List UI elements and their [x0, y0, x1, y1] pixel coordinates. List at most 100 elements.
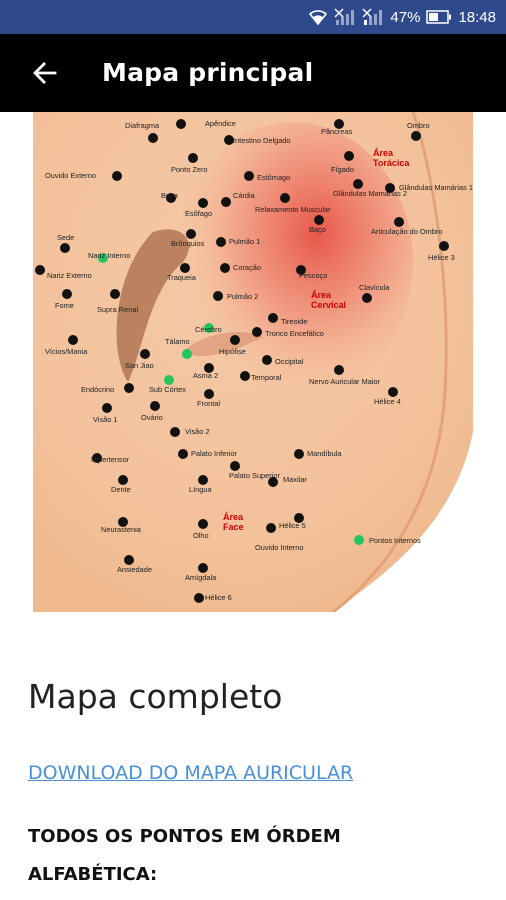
ear-point-dot	[204, 323, 214, 333]
ear-point-dot	[180, 263, 190, 273]
ear-point-label: Vícios/Mania	[45, 347, 88, 356]
ear-point-label: Nariz Interno	[88, 251, 130, 260]
ear-point-dot	[35, 265, 45, 275]
ear-point-dot	[118, 517, 128, 527]
ear-point-dot	[102, 403, 112, 413]
ear-point-dot	[334, 119, 344, 129]
ear-point-dot	[220, 263, 230, 273]
ear-point-label: Pulmão 2	[227, 292, 258, 301]
ear-point-label: Ovário	[141, 413, 163, 422]
ear-point-label: Fome	[55, 301, 74, 310]
ear-point-label: Hélice 3	[428, 253, 455, 262]
ear-point-dot	[198, 475, 208, 485]
ear-point-label: Amígdala	[185, 573, 217, 582]
ear-point-dot	[60, 243, 70, 253]
ear-point-dot	[204, 363, 214, 373]
ear-point-dot	[110, 289, 120, 299]
signal-icon	[334, 8, 355, 25]
arrow-left-icon	[33, 62, 57, 84]
ear-point-dot	[92, 453, 102, 463]
ear-point-dot	[394, 217, 404, 227]
ear-point-label: Palato Superior	[229, 471, 280, 480]
ear-point-label: Supra Renal	[97, 305, 138, 314]
battery-icon	[426, 10, 452, 24]
section-title: Mapa completo	[28, 677, 283, 716]
ear-point-dot	[344, 151, 354, 161]
ear-point-dot	[198, 519, 208, 529]
ear-point-label: Glândulas Mamárias 1	[399, 183, 473, 192]
ear-point-dot	[439, 241, 449, 251]
ear-point-label: Hipófise	[219, 347, 246, 356]
battery-percent: 47%	[390, 8, 421, 26]
status-icons: 47% 18:48	[308, 0, 496, 34]
ear-point-dot	[388, 387, 398, 397]
ear-point-dot	[198, 198, 208, 208]
ear-point-label: Pescoço	[299, 271, 327, 280]
ear-point-dot	[98, 253, 108, 263]
ear-point-dot	[194, 593, 204, 603]
ear-point-label: Visão 2	[185, 427, 210, 436]
ear-point-label: Pâncreas	[321, 127, 353, 136]
ear-point-label: Fígado	[331, 165, 354, 174]
ear-point-dot	[112, 171, 122, 181]
ear-point-dot	[150, 401, 160, 411]
ear-point-dot	[170, 427, 180, 437]
ear-point-label: Ouvido Externo	[45, 171, 96, 180]
ear-point-label: Hélice 4	[374, 397, 401, 406]
ear-point-label: Cérebro	[195, 325, 222, 334]
ear-point-dot	[294, 513, 304, 523]
ear-point-dot	[140, 349, 150, 359]
status-bar: 47% 18:48	[0, 0, 506, 34]
ear-point-dot	[362, 293, 372, 303]
ear-point-dot	[186, 229, 196, 239]
ear-point-label: Baço	[309, 225, 326, 234]
ear-point-dot	[213, 291, 223, 301]
ear-point-label: Intestino Delgado	[233, 136, 291, 145]
ear-point-dot	[385, 183, 395, 193]
ear-point-label: Mandíbula	[307, 449, 342, 458]
ear-point-dot	[334, 365, 344, 375]
ear-point-dot	[148, 133, 158, 143]
legend-label: Pontos Internos	[369, 536, 421, 545]
ear-point-label: Occipital	[275, 357, 304, 366]
ear-point-label: Relaxamento Muscular	[255, 205, 331, 214]
ear-point-dot	[68, 335, 78, 345]
ear-point-label: Hélice 6	[205, 593, 232, 602]
signal-icon	[362, 8, 383, 25]
page-title: Mapa principal	[102, 58, 314, 87]
ear-point-dot	[268, 313, 278, 323]
ear-point-dot	[240, 371, 250, 381]
ear-point-label: Ouvido Interno	[255, 543, 303, 552]
ear-point-dot	[124, 555, 134, 565]
ear-point-dot	[221, 197, 231, 207]
ear-point-label: Cárdia	[233, 191, 256, 200]
ear-point-label: San Jiao	[125, 361, 154, 370]
ear-point-dot	[314, 215, 324, 225]
ear-point-label: Diafragma	[125, 121, 160, 130]
ear-point-label: Boca	[161, 191, 179, 200]
ear-point-dot	[268, 477, 278, 487]
ear-point-label: Frontal	[197, 399, 220, 408]
ear-point-label: Glândulas Mamárias 2	[333, 189, 407, 198]
ear-point-dot	[164, 375, 174, 385]
ear-point-label: Maxilar	[283, 475, 307, 484]
alphabetical-list-heading: TODOS OS PONTOS EM ÓRDEM ALFABÉTICA:	[28, 826, 341, 885]
ear-point-label: Ansiedade	[117, 565, 152, 574]
download-map-link[interactable]: DOWNLOAD DO MAPA AURICULAR	[28, 762, 354, 784]
ear-point-label: Tronco Encefálico	[265, 329, 324, 338]
ear-point-dot	[216, 237, 226, 247]
ear-point-dot	[166, 193, 176, 203]
ear-point-label: Tireoide	[281, 317, 307, 326]
ear-point-label: Tálamo	[165, 337, 190, 346]
ear-point-dot	[230, 335, 240, 345]
ear-point-dot	[296, 265, 306, 275]
ear-point-label: Olho	[193, 531, 209, 540]
back-button[interactable]	[30, 58, 60, 88]
ear-point-dot	[124, 383, 134, 393]
ear-point-label: Endócrino	[81, 385, 114, 394]
ear-point-label: Esôfago	[185, 209, 212, 218]
